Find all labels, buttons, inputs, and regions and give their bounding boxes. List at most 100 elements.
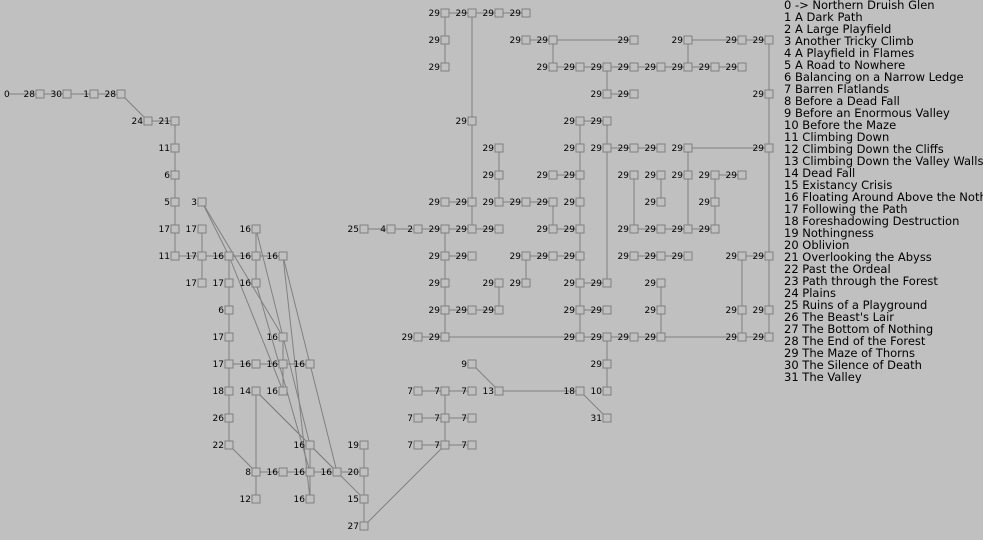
room-node: 29 — [672, 170, 693, 181]
room-label: 29 — [753, 90, 765, 100]
room-label: 16 — [240, 279, 252, 289]
room-box — [764, 332, 774, 342]
room-node: 29 — [753, 305, 774, 316]
room-label: 15 — [348, 495, 359, 505]
room-label: 17 — [186, 252, 197, 262]
room-label: 29 — [591, 90, 603, 100]
room-label: 7 — [461, 387, 467, 397]
room-node: 16 — [240, 224, 261, 235]
room-label: 29 — [645, 171, 657, 181]
room-node: 7 — [434, 413, 450, 424]
legend-item: 23 Path through the Forest — [784, 274, 938, 288]
room-box — [440, 8, 450, 18]
room-label: 29 — [591, 63, 603, 73]
room-label: 29 — [564, 279, 576, 289]
room-node: 29 — [456, 8, 477, 19]
room-label: 30 — [51, 90, 63, 100]
room-box — [710, 224, 720, 234]
room-box — [440, 197, 450, 207]
room-box — [548, 251, 558, 261]
legend-item: 4 A Playfield in Flames — [784, 46, 915, 60]
room-box — [278, 332, 288, 342]
room-box — [521, 8, 531, 18]
room-node: 29 — [429, 197, 450, 208]
room-node: 29 — [726, 62, 747, 73]
room-box — [467, 116, 477, 126]
room-node: 29 — [510, 197, 531, 208]
room-node: 29 — [564, 278, 585, 289]
room-box — [251, 224, 261, 234]
room-box — [332, 467, 342, 477]
room-box — [224, 386, 234, 396]
room-label: 29 — [429, 333, 441, 343]
room-label: 29 — [591, 306, 603, 316]
room-box — [386, 224, 396, 234]
room-node: 29 — [537, 197, 558, 208]
room-label: 17 — [213, 360, 224, 370]
room-box — [575, 251, 585, 261]
legend-item: 20 Oblivion — [784, 238, 850, 252]
room-box — [305, 440, 315, 450]
room-node: 16 — [294, 467, 315, 478]
room-label: 29 — [672, 225, 684, 235]
room-label: 29 — [510, 36, 522, 46]
room-label: 29 — [645, 279, 657, 289]
room-label: 16 — [321, 468, 333, 478]
room-link — [201, 201, 230, 257]
room-box — [494, 143, 504, 153]
room-box — [629, 332, 639, 342]
room-label: 29 — [699, 225, 711, 235]
room-label: 29 — [456, 117, 468, 127]
room-label: 3 — [191, 198, 197, 208]
room-label: 29 — [618, 333, 630, 343]
room-box — [737, 62, 747, 72]
room-box — [170, 224, 180, 234]
room-node: 29 — [429, 305, 450, 316]
room-box — [467, 386, 477, 396]
room-node: 16 — [321, 467, 342, 478]
room-node: 7 — [461, 386, 477, 397]
room-label: 11 — [159, 144, 170, 154]
room-node: 29 — [726, 35, 747, 46]
room-node: 28 — [24, 89, 45, 100]
room-box — [575, 278, 585, 288]
room-box — [629, 35, 639, 45]
room-node: 31 — [591, 413, 612, 424]
room-box — [305, 494, 315, 504]
room-box — [656, 278, 666, 288]
room-label: 5 — [164, 198, 170, 208]
room-box — [764, 251, 774, 261]
room-label: 8 — [245, 468, 251, 478]
room-label: 29 — [429, 63, 441, 73]
room-node: 0 — [4, 90, 10, 100]
legend-item: 15 Existancy Crisis — [784, 178, 893, 192]
room-box — [683, 170, 693, 180]
room-box — [467, 305, 477, 315]
room-box — [278, 251, 288, 261]
room-label: 29 — [645, 198, 657, 208]
room-box — [575, 305, 585, 315]
room-node: 29 — [672, 224, 693, 235]
room-box — [629, 251, 639, 261]
room-node: 29 — [618, 251, 639, 262]
room-label: 16 — [267, 468, 279, 478]
room-box — [737, 35, 747, 45]
legend-item: 19 Nothingness — [784, 226, 874, 240]
room-node: 29 — [456, 251, 477, 262]
room-box — [440, 413, 450, 423]
room-node: 29 — [564, 170, 585, 181]
room-label: 29 — [645, 333, 657, 343]
room-node: 2 — [407, 224, 423, 235]
room-box — [170, 116, 180, 126]
room-node: 29 — [591, 143, 612, 154]
room-node: 18 — [213, 386, 234, 397]
room-box — [278, 467, 288, 477]
room-label: 16 — [267, 387, 279, 397]
room-label: 29 — [726, 306, 738, 316]
room-label: 29 — [429, 252, 441, 262]
room-node: 29 — [591, 62, 612, 73]
room-node: 29 — [753, 251, 774, 262]
room-label: 29 — [726, 252, 738, 262]
room-box — [224, 251, 234, 261]
